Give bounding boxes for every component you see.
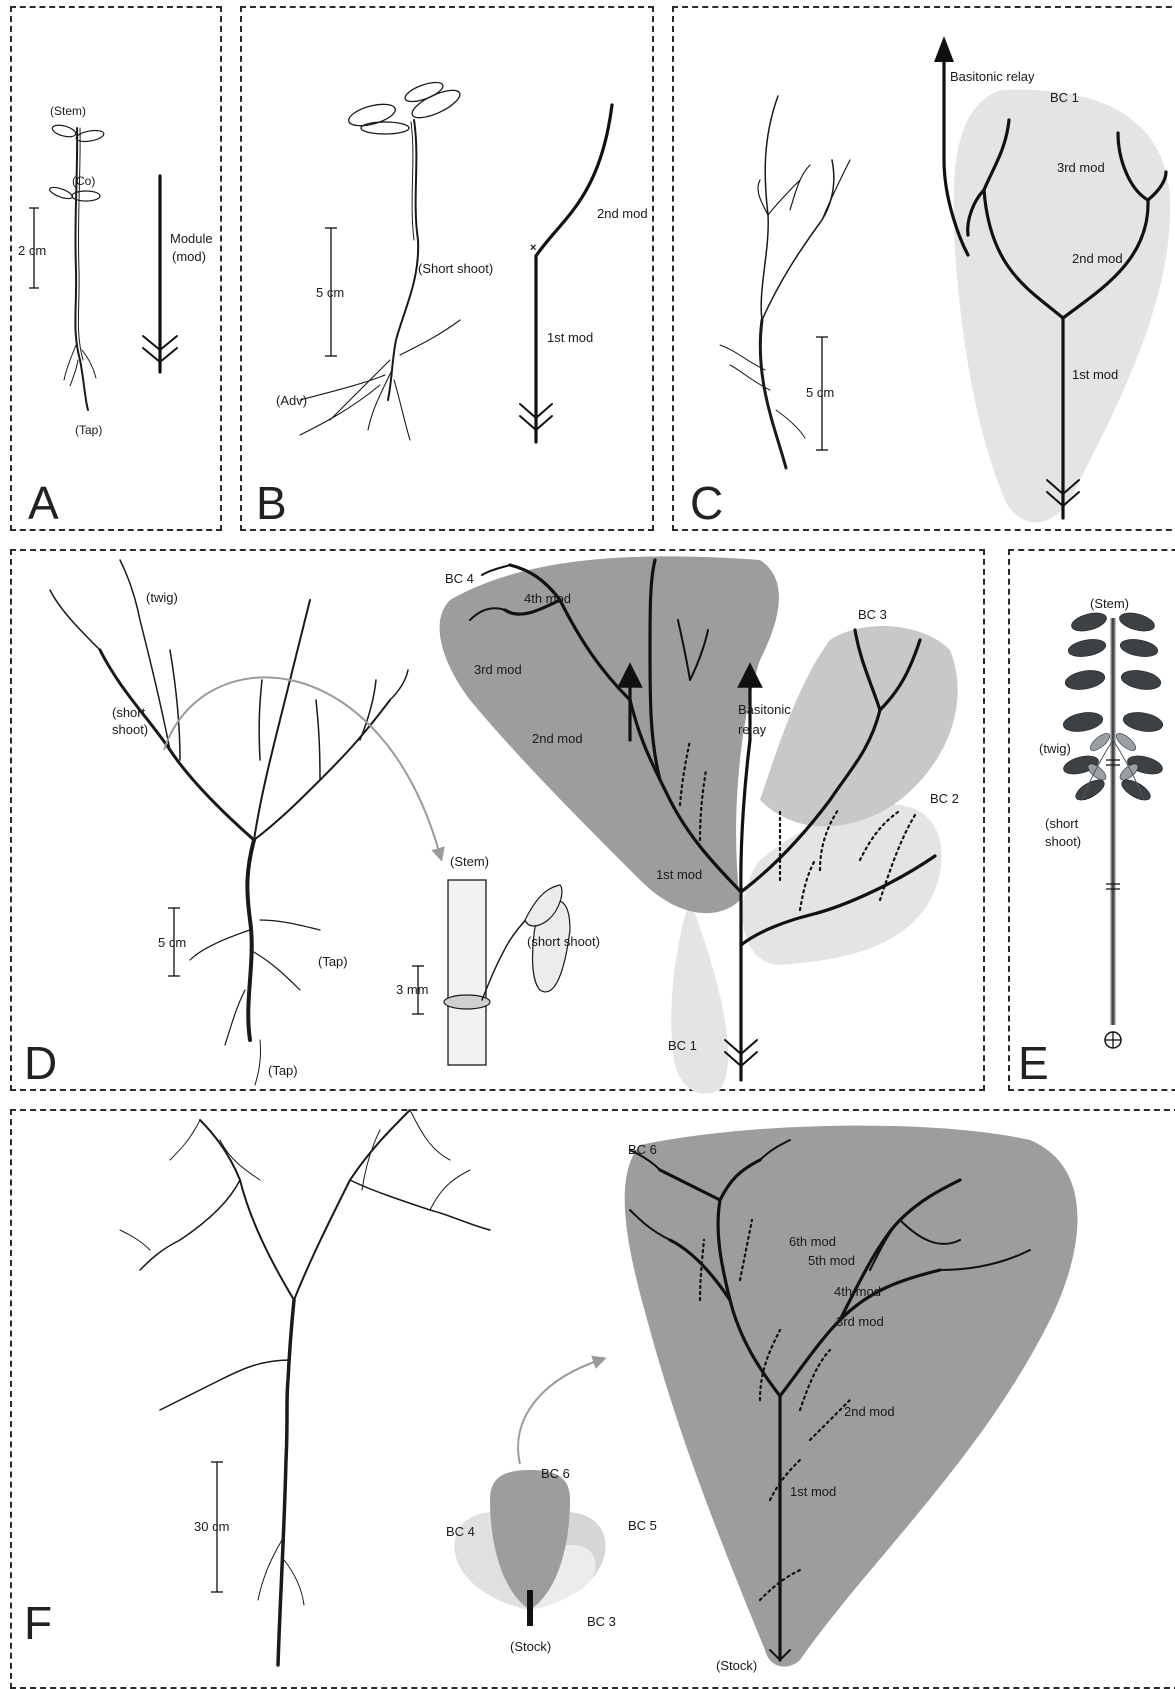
label-a-mod: (mod)	[172, 249, 206, 264]
label-f-bc6-big: BC 6	[628, 1142, 657, 1157]
panel-b-sapling-drawing	[300, 79, 463, 440]
label-f-mod5: 5th mod	[808, 1253, 855, 1268]
label-d-relay-2: relay	[738, 722, 767, 737]
label-a-co: (Co)	[72, 174, 95, 188]
label-d-short-shoot-inset: (short shoot)	[527, 934, 600, 949]
label-d-bc1: BC 1	[668, 1038, 697, 1053]
panel-b-module-model: ×	[520, 105, 612, 442]
panel-f-tree-drawing	[120, 1110, 490, 1665]
label-b-mod1: 1st mod	[547, 330, 593, 345]
label-d-stem: (Stem)	[450, 854, 489, 869]
label-f-bc3: BC 3	[587, 1614, 616, 1629]
label-f-bc6-small: BC 6	[541, 1466, 570, 1481]
panel-a-module-model	[143, 176, 177, 372]
scale-label-b: 5 cm	[316, 285, 344, 300]
label-e-short-1: (short	[1045, 816, 1079, 831]
label-e-twig: (twig)	[1039, 741, 1071, 756]
label-d-mod3: 3rd mod	[474, 662, 522, 677]
scale-label-f: 30 cm	[194, 1519, 229, 1534]
panel-c-sapling-drawing	[720, 96, 850, 468]
label-a-module: Module	[170, 231, 213, 246]
label-f-bc5: BC 5	[628, 1518, 657, 1533]
label-b-short-shoot: (Short shoot)	[418, 261, 493, 276]
label-c-mod2: 2nd mod	[1072, 251, 1123, 266]
label-d-tap-2: (Tap)	[268, 1063, 298, 1078]
panel-a-seedling-drawing	[48, 123, 104, 410]
panel-d-inset-arrow	[164, 677, 440, 855]
label-d-mod2: 2nd mod	[532, 731, 583, 746]
label-b-mod2: 2nd mod	[597, 206, 648, 221]
label-c-relay: Basitonic relay	[950, 69, 1035, 84]
label-e-stem: (Stem)	[1090, 596, 1129, 611]
label-a-stem: (Stem)	[50, 104, 86, 118]
panel-d-architecture-model	[440, 556, 958, 1093]
scale-label-a: 2 cm	[18, 243, 46, 258]
label-c-mod3: 3rd mod	[1057, 160, 1105, 175]
label-c-bc1: BC 1	[1050, 90, 1079, 105]
panel-d-tree-drawing	[50, 560, 408, 1085]
label-d-mod4: 4th mod	[524, 591, 571, 606]
panel-f-bc6-model	[625, 1126, 1078, 1667]
scale-label-d-inset: 3 mm	[396, 982, 429, 997]
label-d-relay-1: Basitonic	[738, 702, 791, 717]
svg-text:×: ×	[530, 242, 536, 254]
label-d-bc3: BC 3	[858, 607, 887, 622]
label-d-short-shoot-2: shoot)	[112, 722, 148, 737]
label-d-twig: (twig)	[146, 590, 178, 605]
label-d-short-shoot-1: (short	[112, 705, 146, 720]
scale-label-d: 5 cm	[158, 935, 186, 950]
label-d-bc4: BC 4	[445, 571, 474, 586]
label-b-adv: (Adv)	[276, 393, 307, 408]
scale-label-c: 5 cm	[806, 385, 834, 400]
label-a-tap: (Tap)	[75, 423, 102, 437]
label-f-mod1: 1st mod	[790, 1484, 836, 1499]
label-f-stock-small: (Stock)	[510, 1639, 551, 1654]
label-f-mod6: 6th mod	[789, 1234, 836, 1249]
panel-f-bc-schematic	[454, 1360, 605, 1626]
label-c-mod1: 1st mod	[1072, 367, 1118, 382]
label-f-mod3: 3rd mod	[836, 1314, 884, 1329]
panel-c-bc1-model	[934, 36, 1170, 523]
label-e-short-2: shoot)	[1045, 834, 1081, 849]
label-d-tap-1: (Tap)	[318, 954, 348, 969]
label-d-mod1: 1st mod	[656, 867, 702, 882]
label-f-mod4: 4th mod	[834, 1284, 881, 1299]
panel-d-stem-inset	[444, 880, 570, 1065]
label-f-bc4: BC 4	[446, 1524, 475, 1539]
label-f-mod2: 2nd mod	[844, 1404, 895, 1419]
label-f-stock-big: (Stock)	[716, 1658, 757, 1673]
label-d-bc2: BC 2	[930, 791, 959, 806]
